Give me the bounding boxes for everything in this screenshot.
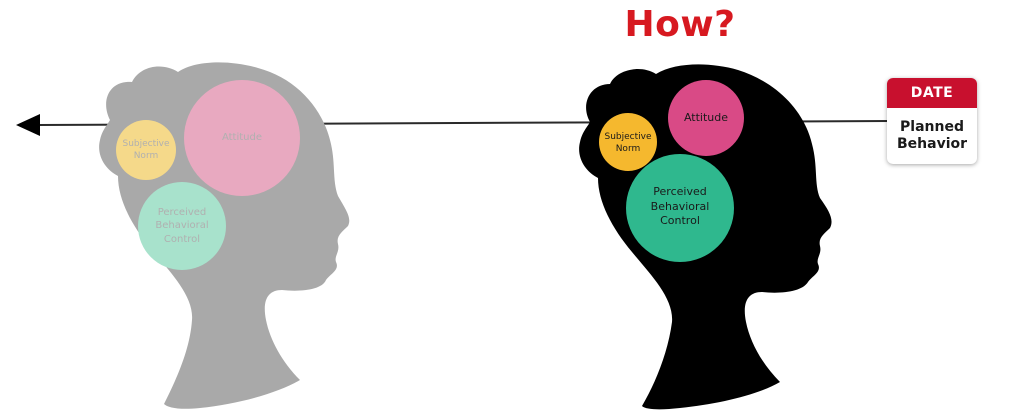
current-pbc-circle [626, 154, 734, 262]
current-subjective-norm-label: Subjective Norm [604, 131, 652, 154]
past-pbc-label: Perceived Behavioral Control [155, 206, 209, 245]
calendar-header: DATE [887, 78, 977, 108]
calendar-date-card: DATE Planned Behavior [887, 78, 977, 164]
page-title: How? [624, 4, 736, 45]
current-attitude-circle [668, 80, 744, 156]
calendar-line-1: Planned [900, 118, 964, 135]
calendar-line-2: Behavior [896, 136, 968, 152]
past-subjective-norm-circle [116, 120, 176, 180]
current-attitude-label: Attitude [683, 110, 729, 124]
current-subjective-norm-circle [599, 113, 657, 171]
calendar-body: Planned Behavior [887, 108, 977, 164]
past-pbc-circle [138, 182, 226, 270]
current-pbc-label: Perceived Behavioral Control [650, 184, 710, 228]
past-attitude-label: Attitude [221, 132, 263, 144]
past-subjective-norm-label: Subjective Norm [122, 138, 170, 161]
timeline-arrowhead-icon [16, 114, 40, 136]
past-attitude-circle [184, 80, 300, 196]
